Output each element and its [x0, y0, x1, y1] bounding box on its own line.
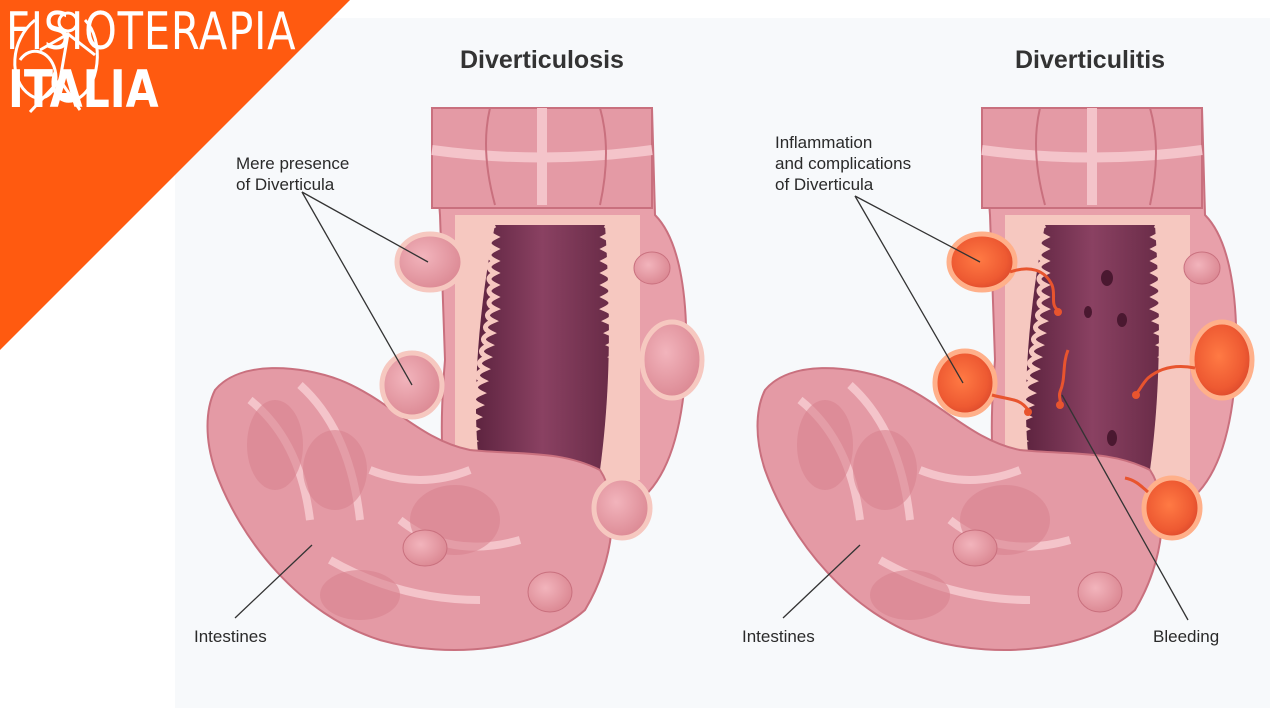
athlete-figure-icon [13, 11, 99, 114]
left-panel-title: Diverticulosis [460, 46, 624, 74]
right-callout-line-1: Inflammation [775, 133, 873, 152]
brand-name-line1: FISIOTERAPIA [6, 2, 297, 62]
left-callout-diverticula: Mere presence of Diverticula [236, 153, 349, 195]
bleeding-label: Bleeding [1153, 627, 1220, 646]
right-panel-title: Diverticulitis [1015, 46, 1166, 74]
left-callout-line-2: of Diverticula [236, 175, 335, 194]
left-colon [206, 107, 705, 651]
right-callout-line-3: of Diverticula [775, 175, 874, 194]
right-intestines-label: Intestines [742, 627, 815, 646]
right-callout-line-2: and complications [775, 154, 912, 173]
right-colon [756, 107, 1255, 651]
left-intestines-label: Intestines [194, 627, 267, 646]
right-callout-inflammation: Inflammation and complications of Divert… [775, 132, 911, 195]
brand-corner: FISIOTERAPIA ITALIA [0, 0, 350, 350]
left-callout-line-1: Mere presence [236, 154, 350, 173]
